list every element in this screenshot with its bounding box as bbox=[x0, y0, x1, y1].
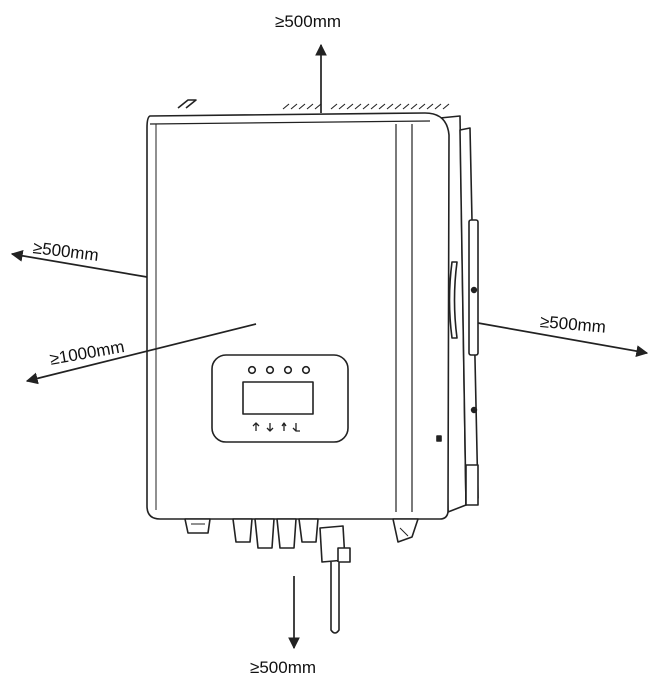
lcd-screen bbox=[242, 381, 314, 415]
inverter-housing bbox=[146, 112, 450, 520]
heatsink-fins bbox=[177, 99, 450, 110]
top-clearance-label: ≥500mm bbox=[275, 12, 342, 31]
side-handle bbox=[448, 261, 458, 339]
bottom-connectors bbox=[184, 518, 419, 634]
panel-buttons bbox=[252, 422, 300, 432]
status-indicators bbox=[247, 365, 311, 375]
arrow-front bbox=[25, 323, 257, 385]
bottom-clearance-label: ≥500mm bbox=[250, 658, 317, 677]
ac-cable bbox=[330, 562, 340, 634]
bracket-foot bbox=[465, 464, 479, 506]
arrow-left bbox=[10, 249, 148, 278]
arrow-right bbox=[477, 322, 649, 357]
